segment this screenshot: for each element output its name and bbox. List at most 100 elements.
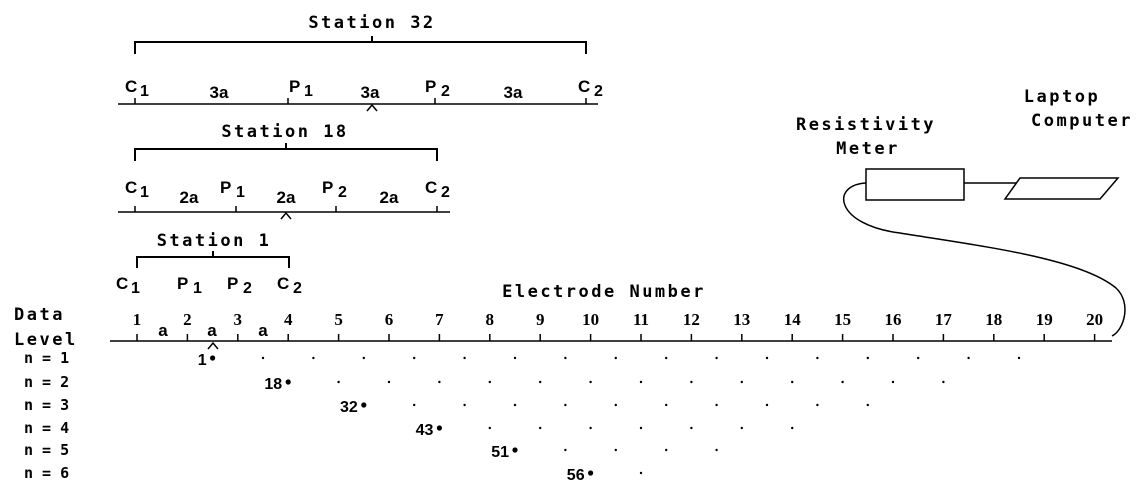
resistivity-label: Resistivity: [796, 115, 936, 135]
electrode-ticks: [136, 334, 1096, 341]
svg-text:P: P: [322, 178, 333, 197]
data-point: [337, 380, 340, 384]
station-32-group: Station 32 C 1 3a P 1 3a P 2 3a C 2: [118, 13, 603, 112]
electrode-number: 10: [582, 310, 599, 329]
data-point: [564, 356, 567, 360]
electrode-number: 18: [985, 310, 1002, 329]
data-point: [564, 448, 567, 452]
station-1-spacing-3: a: [258, 321, 268, 340]
data-point: [917, 356, 920, 360]
svg-text:P: P: [177, 274, 188, 293]
data-point: [539, 426, 542, 430]
data-point: [614, 448, 617, 452]
data-point: [891, 380, 895, 384]
station-18-line: [118, 206, 450, 220]
resistivity-meter-box: [865, 168, 965, 201]
station-1-bracket: [136, 251, 290, 268]
svg-text:2: 2: [243, 280, 252, 297]
svg-text:C: C: [125, 77, 137, 96]
data-point: [463, 403, 466, 407]
data-point: [438, 380, 441, 384]
electrode-number: 2: [183, 310, 192, 329]
data-point: [639, 471, 643, 475]
svg-text:1: 1: [131, 280, 140, 297]
electrode-number: 9: [536, 310, 545, 329]
data-point: [816, 403, 819, 407]
station-18-bracket: [134, 143, 438, 161]
svg-text:C: C: [277, 274, 289, 293]
marked-point-label: 51: [491, 444, 509, 461]
station-18-p2: P 2: [322, 178, 347, 201]
data-point: [614, 356, 617, 360]
computer-label: Computer: [1031, 111, 1133, 131]
svg-text:2: 2: [441, 184, 450, 201]
station-1-group: Station 1 C 1 P 1 P 2 C 2 a a a: [116, 231, 302, 350]
data-level-label-line2: Level: [14, 330, 78, 350]
level-label: n = 3: [24, 396, 69, 414]
data-point: [589, 380, 592, 384]
svg-text:C: C: [425, 178, 437, 197]
marked-point: [588, 470, 594, 476]
electrode-number: 6: [385, 310, 394, 329]
station-1-p1: P 1: [177, 274, 202, 297]
data-point: [740, 380, 743, 384]
station-32-p1: P 1: [289, 77, 313, 100]
station-18-group: Station 18 C 1 2a P 1 2a P 2 2a C 2: [118, 122, 450, 220]
data-point: [715, 448, 718, 452]
station-32-spacing-2: 3a: [361, 83, 380, 102]
data-point: [261, 356, 265, 360]
data-point: [665, 356, 668, 360]
svg-text:1: 1: [193, 280, 202, 297]
station-18-c2: C 2: [425, 178, 450, 201]
data-point: [312, 356, 315, 360]
electrode-number: 14: [784, 310, 802, 329]
station-1-c1: C 1: [116, 274, 140, 297]
station-32-line: [118, 98, 598, 112]
station-1-spacing-1: a: [158, 321, 168, 340]
data-point: [513, 403, 517, 407]
svg-text:2: 2: [594, 83, 603, 100]
station-18-label: Station 18: [221, 122, 348, 142]
data-point: [816, 356, 819, 360]
svg-text:P: P: [227, 274, 238, 293]
station-1-p2: P 2: [227, 274, 252, 297]
electrode-number: 12: [683, 310, 700, 329]
electrode-number: 8: [486, 310, 495, 329]
svg-text:1: 1: [304, 83, 313, 100]
data-point: [463, 356, 466, 360]
data-point: [413, 356, 416, 360]
data-point: [488, 380, 491, 384]
electrode-number: 5: [334, 310, 343, 329]
svg-text:2: 2: [441, 83, 450, 100]
station-18-spacing-1: 2a: [180, 188, 199, 207]
station-32-spacing-3: 3a: [504, 83, 523, 102]
electrode-number-title: Electrode Number: [502, 282, 706, 302]
data-point: [765, 356, 769, 360]
marked-point: [436, 425, 442, 431]
data-point: [387, 380, 391, 384]
data-point: [791, 380, 794, 384]
svg-text:C: C: [125, 178, 137, 197]
electrode-number: 13: [733, 310, 750, 329]
data-point: [539, 380, 542, 384]
electrode-number: 3: [234, 310, 243, 329]
level-label: n = 6: [24, 464, 69, 482]
station-1-caret: [207, 341, 219, 350]
data-point: [715, 356, 718, 360]
marked-point: [210, 355, 216, 361]
electrode-number: 1: [133, 310, 142, 329]
svg-text:P: P: [425, 77, 436, 96]
marked-point: [361, 402, 367, 408]
data-point: [362, 356, 365, 360]
electrode-number: 17: [935, 310, 953, 329]
marked-point-label: 18: [264, 376, 282, 393]
data-point: [639, 426, 643, 430]
svg-text:1: 1: [140, 83, 149, 100]
electrode-cable: [842, 182, 1126, 337]
data-point: [639, 380, 643, 384]
data-point: [866, 403, 869, 407]
data-point: [690, 426, 693, 430]
station-32-label: Station 32: [308, 13, 435, 33]
